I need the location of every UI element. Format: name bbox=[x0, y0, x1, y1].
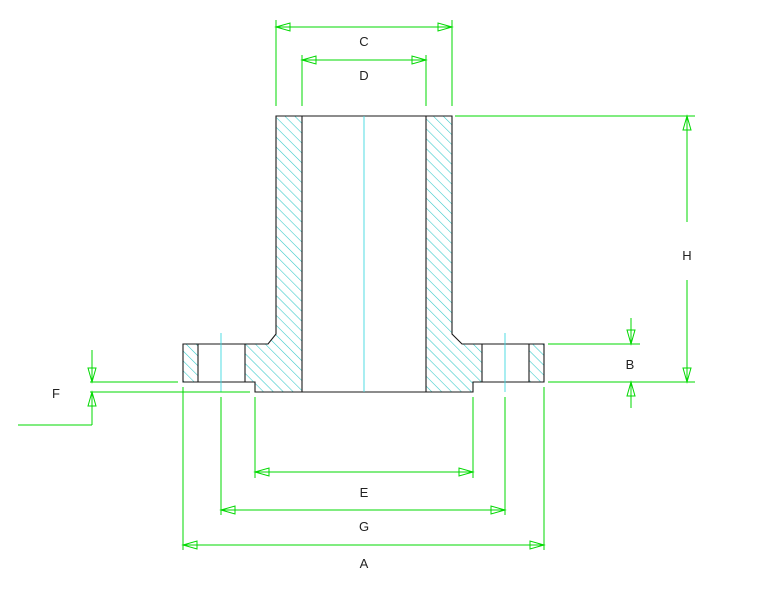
left-wall-section bbox=[245, 116, 302, 392]
left-flange-lip-section bbox=[183, 344, 198, 382]
dimension-label-b: B bbox=[626, 357, 635, 372]
dimension-label-c: C bbox=[359, 34, 368, 49]
dimension-label-h: H bbox=[682, 248, 691, 263]
dimension-label-g: G bbox=[359, 519, 369, 534]
dimension-label-a: A bbox=[360, 556, 369, 571]
right-wall-section bbox=[426, 116, 482, 392]
dimension-label-e: E bbox=[360, 485, 369, 500]
part-outline bbox=[182, 115, 545, 393]
dimension-label-d: D bbox=[359, 68, 368, 83]
dimension-label-f: F bbox=[52, 386, 60, 401]
center-lines bbox=[220, 116, 506, 392]
right-flange-lip-section bbox=[529, 344, 544, 382]
dimension-lines bbox=[18, 20, 695, 550]
